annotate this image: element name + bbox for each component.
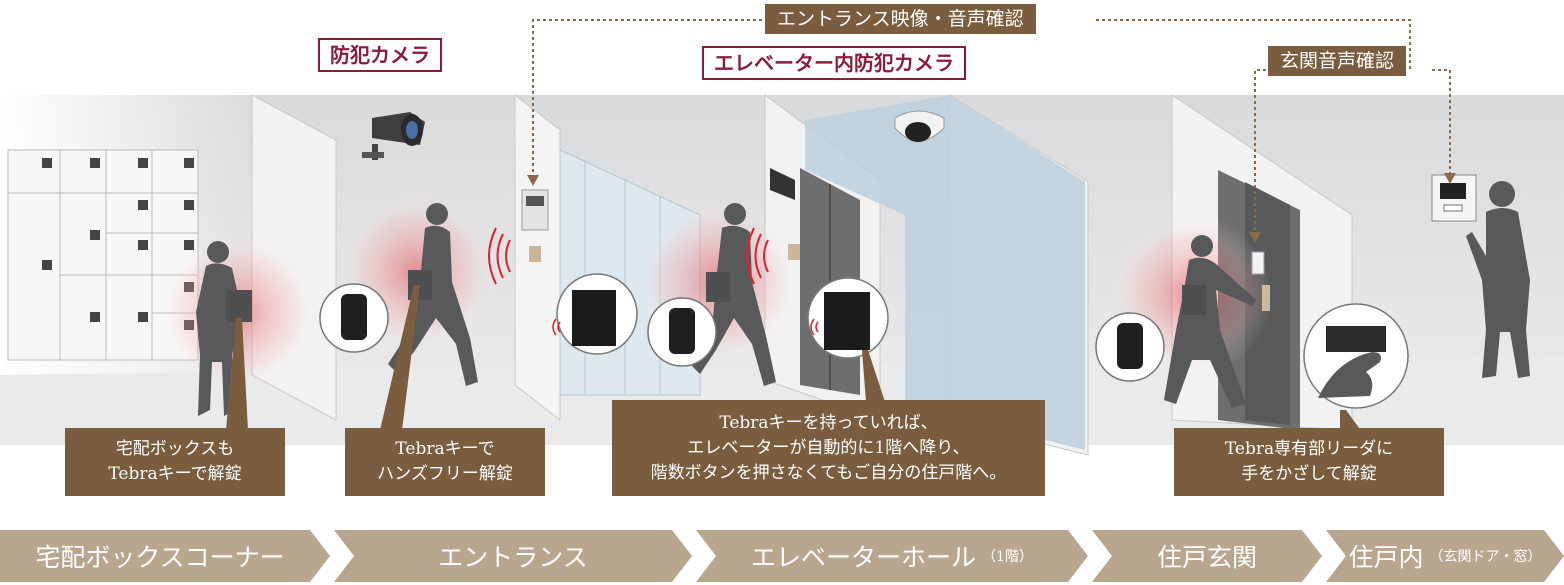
caption-line: Tebraキーで [395, 439, 495, 459]
caption-entrance: Tebraキーで ハンズフリー解錠 [345, 428, 545, 496]
door-audio-label: 玄関音声確認 [1268, 46, 1407, 76]
caption-line: Tebra専有部リーダに [1224, 439, 1394, 459]
caption-elevator: Tebraキーを持っていれば、 エレベーターが自動的に1階へ降り、 階数ボタンを… [612, 400, 1045, 496]
card-reader-icon [807, 277, 889, 359]
person-silhouette [1164, 235, 1256, 408]
arrow-icon [527, 175, 539, 186]
caption-delivery-box: 宅配ボックスも Tebraキーで解錠 [65, 428, 285, 496]
key-fob-icon [647, 297, 717, 367]
caption-line: 階数ボタンを押さなくてもご自分の住戸階へ。 [650, 462, 1007, 483]
caption-line: 宅配ボックスも [115, 439, 235, 459]
caption-line: Tebraキーで解錠 [108, 464, 242, 484]
zone-unit-interior: 住戸内 （玄関ドア・窓） [1336, 530, 1554, 582]
zone-delivery-box-corner: 宅配ボックスコーナー [0, 530, 320, 582]
zone-label: 宅配ボックスコーナー [35, 543, 285, 572]
person-silhouette [1466, 181, 1530, 378]
caption-line: Tebraキーを持っていれば、 [719, 412, 938, 433]
zone-note: （玄関ドア・窓） [1429, 549, 1542, 565]
elevator-camera-label: エレベーター内防犯カメラ [702, 46, 966, 80]
caption-line: ハンズフリー解錠 [377, 464, 513, 484]
person-silhouette [196, 241, 252, 416]
key-fob-icon [319, 283, 389, 353]
zone-entrance: エントランス [344, 530, 682, 582]
zone-front-door: 住戸玄関 [1102, 530, 1312, 582]
zone-label: エントランス [438, 543, 588, 572]
caption-pointers [226, 285, 1362, 432]
entrance-video-audio-label: エントランス映像・音声確認 [765, 4, 1036, 34]
connector-lines [532, 19, 1451, 236]
arrow-icon [1444, 173, 1456, 184]
security-camera-icon [362, 112, 425, 160]
zone-label: エレベーターホール [751, 543, 977, 572]
hand-reader-icon [1303, 303, 1409, 409]
zone-label: 住戸玄関 [1156, 543, 1257, 572]
signal-waves-icon [488, 227, 769, 285]
arrow-icon [1249, 232, 1261, 243]
dome-camera-icon [894, 110, 945, 142]
zone-elevator-hall: エレベーターホール （1階） [706, 530, 1078, 582]
caption-line: 手をかざして解錠 [1241, 464, 1377, 484]
zone-band [0, 530, 1564, 582]
card-reader-icon [552, 273, 638, 355]
intercom-monitor [1431, 174, 1477, 222]
caption-line: エレベーターが自動的に1階へ降り、 [687, 437, 970, 458]
key-fob-icon [1095, 312, 1165, 382]
zone-label: 住戸内 [1348, 543, 1424, 572]
security-camera-label: 防犯カメラ [318, 38, 442, 72]
caption-front-door: Tebra専有部リーダに 手をかざして解錠 [1174, 428, 1444, 496]
zone-note: （1階） [982, 549, 1033, 565]
